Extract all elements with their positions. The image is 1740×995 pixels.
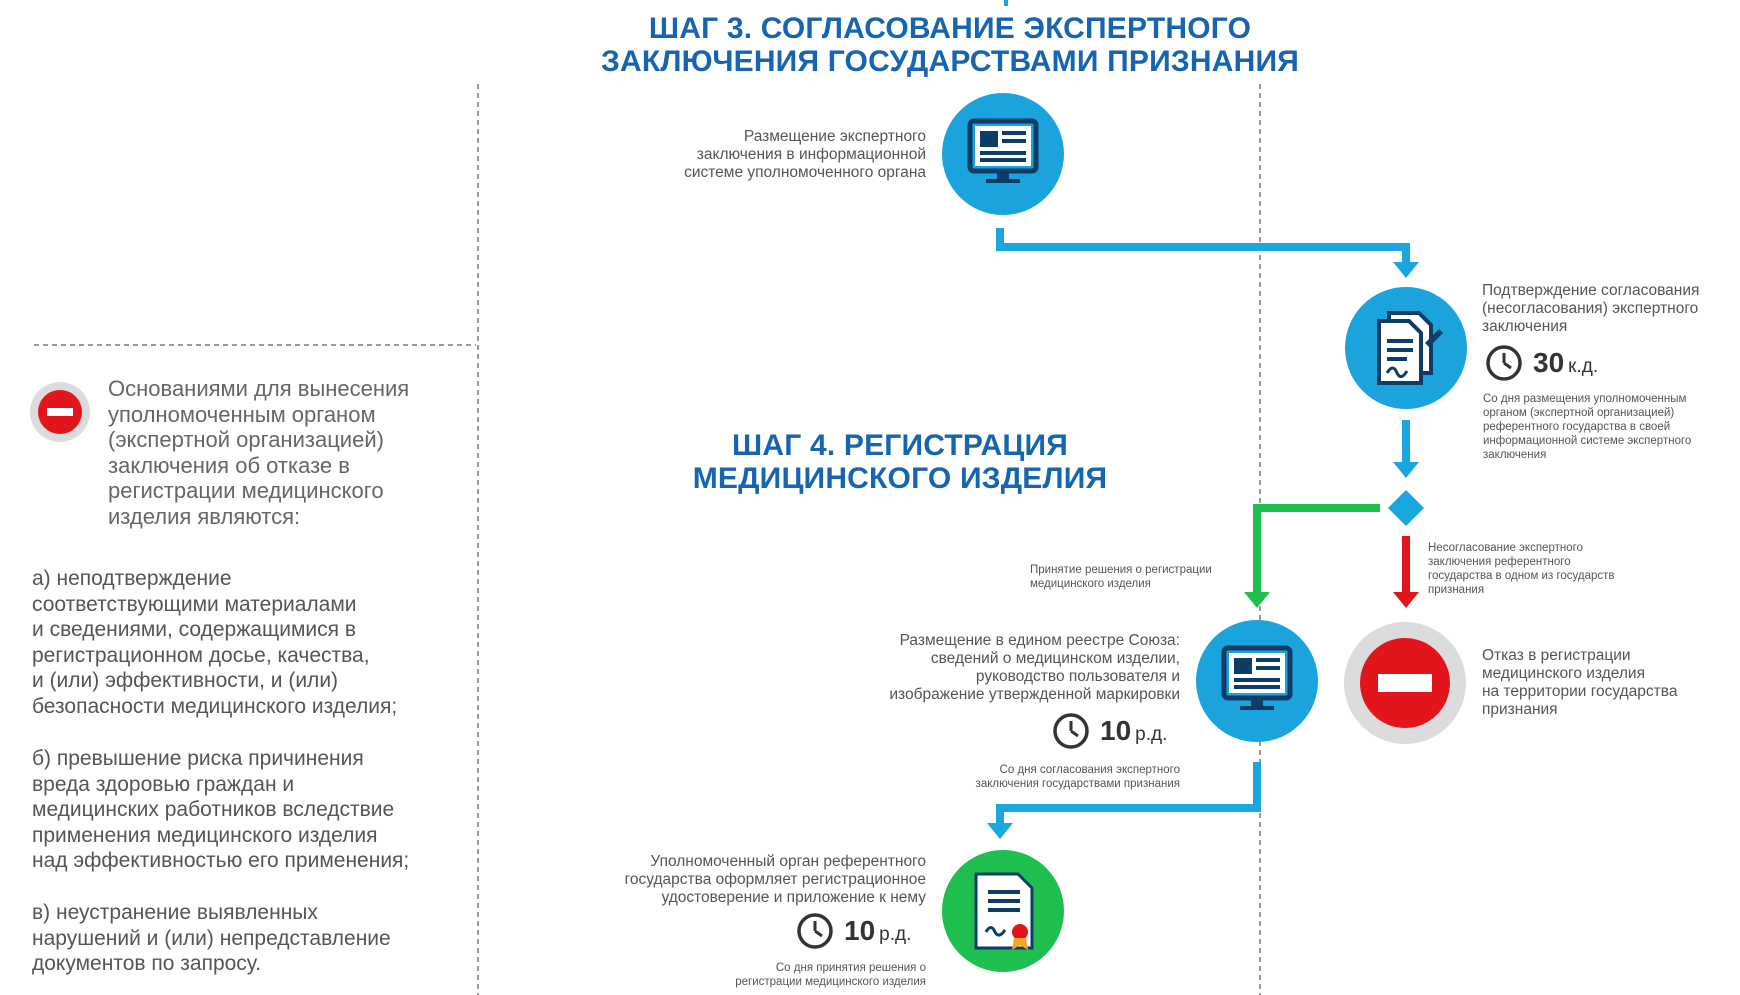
confirm-unit: к.д.: [1568, 356, 1599, 377]
confirm-node: [1345, 287, 1467, 409]
stop-icon-left: [30, 382, 90, 442]
registry-note: Со дня согласования экспертного заключен…: [975, 764, 1180, 790]
refusal-label: Отказ в регистрации медицинского изделия…: [1482, 647, 1678, 718]
registry-label: Размещение в едином реестре Союза: сведе…: [889, 632, 1180, 703]
placement-node: [942, 93, 1064, 215]
arrow-placement-to-confirm: [996, 228, 1410, 262]
clock-icon: [1053, 713, 1089, 749]
clock-icon: [797, 913, 833, 949]
arrow-yes-branch: [1253, 504, 1380, 592]
certificate-days: 10: [844, 915, 876, 946]
arrow-registry-to-certificate: [996, 762, 1261, 823]
registry-days: 10: [1100, 715, 1132, 746]
certificate-note: Со дня принятия решения о регистрации ме…: [735, 962, 926, 988]
stop-icon: [1360, 638, 1450, 728]
certificate-node: [942, 850, 1064, 972]
certificate-label: Уполномоченный орган референтного госуда…: [624, 853, 926, 906]
decision-diamond: [1388, 490, 1424, 526]
computer-icon: [1221, 645, 1293, 710]
documents-signature-icon: [1377, 311, 1443, 385]
computer-icon: [967, 118, 1039, 183]
refusal-ground-b: б) превышение риска причинения вреда здо…: [32, 747, 410, 872]
branch-yes-label: Принятие решения о регистрации медицинск…: [1030, 564, 1212, 590]
step3-title: ШАГ 3. СОГЛАСОВАНИЕ ЭКСПЕРТНОГО ЗАКЛЮЧЕН…: [600, 12, 1300, 78]
clock-icon: [1486, 345, 1522, 381]
certificate-unit: р.д.: [879, 924, 912, 945]
confirm-days: 30: [1533, 347, 1565, 378]
refusal-node: [1344, 622, 1466, 744]
refusal-ground-c: в) неустранение выявленных нарушений и (…: [32, 901, 391, 975]
certificate-icon: [974, 872, 1034, 950]
step4-title: ШАГ 4. РЕГИСТРАЦИЯ МЕДИЦИНСКОГО ИЗДЕЛИЯ: [692, 429, 1108, 495]
branch-no-label: Несогласование экспертного заключения ре…: [1428, 542, 1615, 596]
registry-unit: р.д.: [1135, 724, 1168, 745]
confirm-label: Подтверждение согласования (несогласован…: [1482, 282, 1700, 335]
placement-label: Размещение экспертного заключения в инфо…: [684, 128, 926, 181]
refusal-grounds-lead: Основаниями для вынесения уполномоченным…: [108, 376, 410, 529]
registry-node: [1196, 620, 1318, 742]
confirm-note: Со дня размещения уполномоченным органом…: [1483, 393, 1692, 461]
refusal-ground-a: а) неподтверждение соответствующими мате…: [32, 567, 398, 718]
